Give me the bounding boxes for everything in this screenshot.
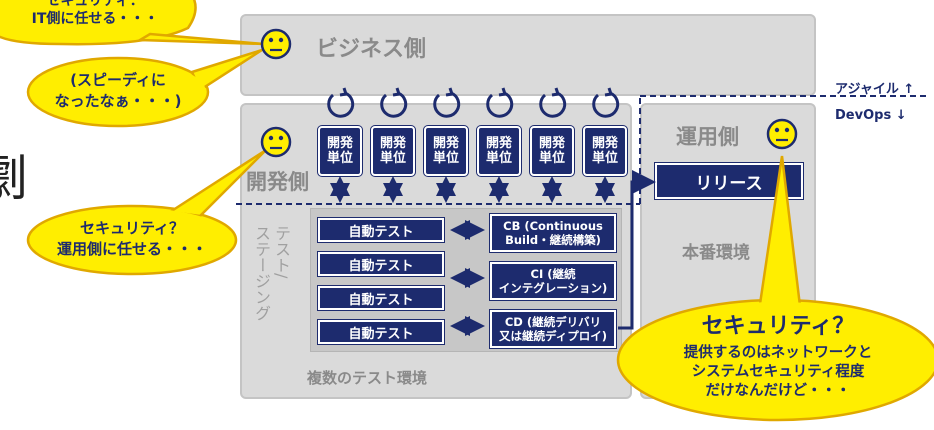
devops-label: DevOps ↓ <box>835 108 907 123</box>
ci-box: CI (継続 インテグレーション) <box>490 262 616 300</box>
business-panel <box>240 14 816 96</box>
face-icon-business <box>260 28 292 60</box>
auto-test-box: 自動テスト <box>318 218 444 242</box>
auto-test-box: 自動テスト <box>318 286 444 310</box>
speech-bubble-speedy <box>26 48 263 128</box>
auto-test-box: 自動テスト <box>318 252 444 276</box>
bubble-security-text: セキュリティ？ 運用側に任せる・・・ <box>56 219 207 258</box>
down-arrow-icon: ↓ <box>895 108 907 123</box>
cd-box: CD (継続デリバリ 又は継続ディプロイ) <box>490 310 616 348</box>
ops-label: 運用側 <box>676 125 739 149</box>
face-icon-dev <box>260 126 292 158</box>
agile-label: アジャイル ↑ <box>835 82 915 97</box>
cb-box: CB (Continuous Build・継続構築) <box>490 214 616 252</box>
dev-arrows <box>330 176 615 203</box>
dev-unit: 開発 単位 <box>477 126 521 176</box>
face-icon-ops <box>766 118 798 150</box>
production-label: 本番環境 <box>682 243 750 263</box>
up-arrow-icon: ↑ <box>903 82 915 97</box>
speech-bubble-ops <box>616 155 934 422</box>
bubble-speedy-text: (スピーディに なったなぁ・・・) <box>54 71 182 110</box>
bubble-top-left-text: セキュリティ： IT側に任せる・・・ <box>31 0 159 27</box>
dev-unit: 開発 単位 <box>424 126 468 176</box>
dev-unit: 開発 単位 <box>583 126 627 176</box>
test-ci-arrows <box>450 220 485 336</box>
dev-label: 開発側 <box>246 170 309 194</box>
cd-to-release-arrow <box>618 170 656 330</box>
auto-test-box: 自動テスト <box>318 320 444 344</box>
dev-unit: 開発 単位 <box>318 126 362 176</box>
cycle-icons <box>327 87 620 118</box>
bubble-ops-body: 提供するのはネットワークと システムセキュリティ程度 だけなんだけど・・・ <box>683 345 873 399</box>
speech-bubble-security <box>26 148 267 276</box>
bubble-ops-title: セキュリティ？ <box>701 314 855 339</box>
speech-bubble-top-left <box>0 0 265 46</box>
test-staging-label: テスト/ ステージング <box>252 225 291 321</box>
business-label: ビジネス側 <box>316 37 427 62</box>
dev-unit: 開発 単位 <box>371 126 415 176</box>
multi-env-label: 複数のテスト環境 <box>307 369 428 387</box>
dev-unit: 開発 単位 <box>530 126 574 176</box>
